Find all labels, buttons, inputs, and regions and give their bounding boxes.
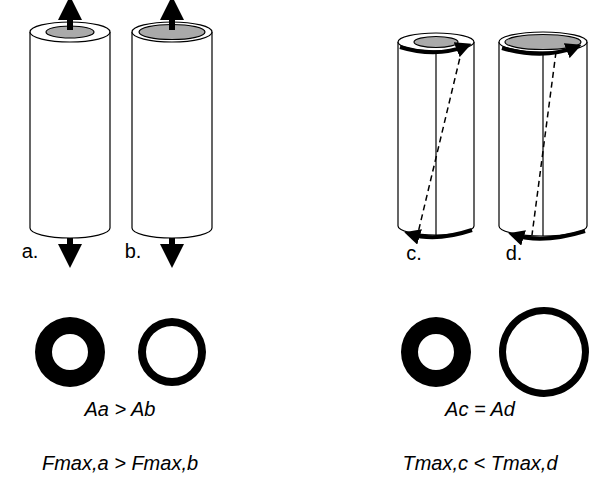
torque-arrow (514, 231, 585, 239)
reference-line (435, 51, 436, 235)
torque-arrow (502, 47, 576, 54)
panel-letter: a. (22, 240, 39, 262)
area-relation: Aa > Ab (85, 398, 156, 420)
panel-letter: d. (506, 242, 523, 264)
tension-arrow (169, 8, 175, 30)
torque-arrow (410, 230, 472, 237)
strength-relation: Fmax,a > Fmax,b (42, 452, 198, 474)
panel-letter: b. (125, 240, 142, 262)
cross-section (35, 307, 589, 397)
area-relation: Ac = Ad (445, 398, 515, 420)
tension-arrow (169, 238, 175, 256)
twist-line (532, 52, 556, 235)
tube-b (132, 22, 212, 238)
tension-arrow (67, 238, 73, 256)
tube-a (30, 22, 110, 238)
tension-arrow (67, 8, 73, 30)
twist-line (418, 49, 462, 233)
tube-c (398, 33, 474, 235)
torque-relation: Tmax,c < Tmax,d (402, 452, 557, 474)
torque-arrow (400, 46, 466, 52)
tube-d (499, 32, 587, 236)
panel-letter: c. (406, 242, 422, 264)
